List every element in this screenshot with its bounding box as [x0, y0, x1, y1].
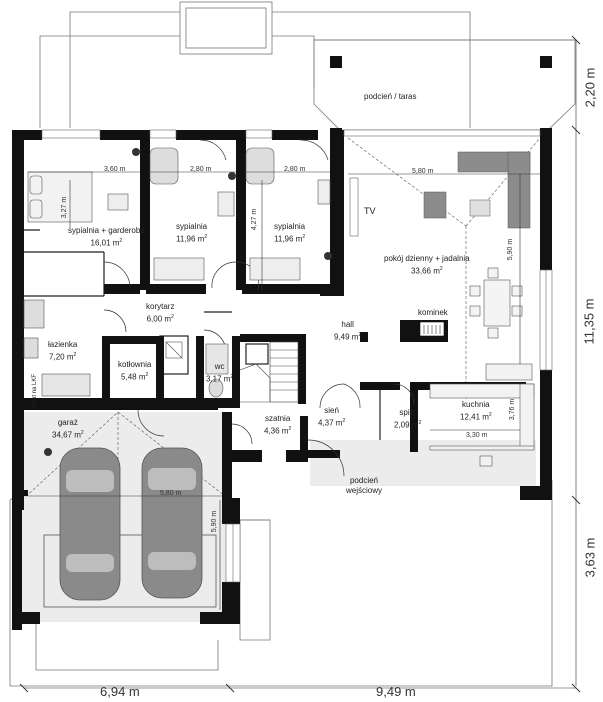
room-wc-area: 3,17 m [206, 374, 231, 384]
plants [44, 148, 332, 456]
dim-bedroom1-w: 3,60 m [104, 166, 126, 173]
room-garage: garaż 34,67 m2 [52, 418, 84, 441]
room-corridor: korytarz 6,00 m2 [146, 302, 174, 325]
dim-bedroom2-h: 4,27 m [251, 208, 259, 231]
walls [12, 130, 552, 630]
bed [27, 171, 93, 223]
room-living: pokój dzienny + jadalnia 33,66 m2 [384, 254, 470, 277]
label-chute-text2: LKF [32, 373, 39, 385]
dim-bottom-right: 9,49 m [376, 684, 416, 699]
sup: 2 [418, 420, 422, 426]
roof-outline [9, 1, 576, 687]
room-bedroom3: sypialnia 11,96 m2 [274, 222, 305, 245]
dining-table [469, 267, 523, 339]
room-bedroom1: sypialnia + garderoba 16,01 m2 [68, 226, 145, 249]
dim-bedroom3-w: 2,80 m [284, 166, 306, 173]
bathroom-fixtures [23, 147, 275, 398]
dim-right-bottom: 3,63 m [582, 537, 598, 578]
room-wardrobe: szatnia 4,36 m2 [264, 414, 291, 437]
sup: 2 [342, 418, 346, 424]
dim-garage-h: 5,90 m [211, 510, 219, 533]
label-chute-text: zrzut na [32, 386, 39, 409]
room-wardrobe-name: szatnia [264, 414, 291, 423]
label-tv: TV [364, 206, 376, 216]
dimension-lines [24, 40, 577, 689]
doors [103, 139, 415, 477]
sup: 2 [80, 430, 84, 436]
sup: 2 [119, 238, 123, 244]
room-wc: wc 3,17 m2 [206, 362, 233, 385]
sup: 2 [204, 234, 208, 240]
dim-bottom-left: 6,94 m [100, 684, 140, 699]
room-hall: hall 9,49 m2 [334, 320, 361, 343]
dim-kitchen-w: 3,30 m [466, 432, 488, 439]
room-vestibule-name: sień [324, 406, 339, 415]
sup: 2 [230, 374, 234, 380]
room-boiler-name: kotłownia [118, 360, 152, 369]
room-corridor-area: 6,00 m [146, 314, 172, 324]
sofa [423, 151, 531, 229]
dim-right-top: 2,20 m [582, 67, 598, 108]
car-windows [66, 468, 196, 572]
room-kitchen-area: 12,41 m [460, 412, 489, 422]
dim-right-mid: 11,35 m [581, 298, 597, 345]
dim-bedroom1-h: 3,27 m [61, 196, 69, 219]
sup: 2 [145, 372, 149, 378]
room-hall-name: hall [341, 320, 354, 329]
room-bedroom1-name: sypialnia + garderoba [68, 226, 145, 235]
staircase [239, 341, 299, 403]
dim-bedroom2-w: 2,80 m [190, 166, 212, 173]
room-wc-name: wc [214, 362, 225, 371]
room-garage-area: 34,67 m [52, 430, 81, 440]
room-wardrobe-area: 4,36 m [264, 426, 289, 436]
dim-kitchen-h: 3,76 m [509, 398, 517, 421]
sup: 2 [288, 426, 292, 432]
room-bedroom2: sypialnia 11,96 m2 [176, 222, 207, 245]
room-boiler: kotłownia 5,48 m2 [118, 360, 151, 383]
room-boiler-area: 5,48 m [121, 372, 146, 382]
dim-living-w: 5,80 m [412, 168, 434, 175]
dim-living-h: 5,90 m [507, 238, 515, 261]
label-entrance-line2: wejściowy [346, 486, 383, 495]
room-living-area: 33,66 m [410, 266, 440, 276]
dimension-ticks [19, 35, 581, 693]
desks [107, 179, 331, 281]
sup: 2 [439, 266, 443, 272]
room-living-name: pokój dzienny + jadalnia [384, 254, 470, 263]
room-pantry: spiż. 2,09 m2 [394, 408, 421, 431]
sup: 2 [171, 314, 174, 320]
room-vestibule-area: 4,37 m [318, 418, 343, 428]
sup: 2 [302, 234, 306, 240]
room-kitchen: kuchnia 12,41 m2 [460, 400, 492, 423]
room-bedroom3-name: sypialnia [274, 222, 306, 231]
room-kitchen-name: kuchnia [462, 400, 490, 409]
room-bedroom3-area: 11,96 m [274, 234, 303, 244]
label-terrace: podcień / taras [364, 92, 417, 101]
label-chute: zrzut na LKF [30, 374, 40, 408]
room-garage-name: garaż [57, 418, 78, 427]
room-corridor-name: korytarz [146, 302, 175, 311]
windows [41, 129, 553, 583]
room-vestibule: sień 4,37 m2 [318, 406, 345, 429]
sup: 2 [488, 412, 492, 418]
room-bedroom1-area: 16,01 m [90, 238, 120, 248]
room-pantry-name: spiż. [399, 408, 416, 417]
dim-garage-w: 5,80 m [160, 490, 182, 497]
sup: 2 [73, 352, 77, 358]
room-pantry-area: 2,09 m [394, 420, 419, 430]
driveway [43, 534, 217, 608]
room-bedroom2-area: 11,96 m [176, 234, 205, 244]
room-bathroom-name: łazienka [48, 340, 78, 349]
kitchen-units [429, 363, 535, 467]
label-fireplace: kominek [418, 308, 448, 317]
room-bedroom2-name: sypialnia [176, 222, 208, 231]
room-bathroom: łazienka 7,20 m2 [48, 340, 77, 363]
label-entrance: podcień wejściowy [346, 476, 382, 496]
label-entrance-line1: podcień [349, 476, 379, 485]
room-bathroom-area: 7,20 m [49, 352, 74, 362]
room-hall-area: 9,49 m [334, 332, 359, 342]
sup: 2 [358, 332, 362, 338]
